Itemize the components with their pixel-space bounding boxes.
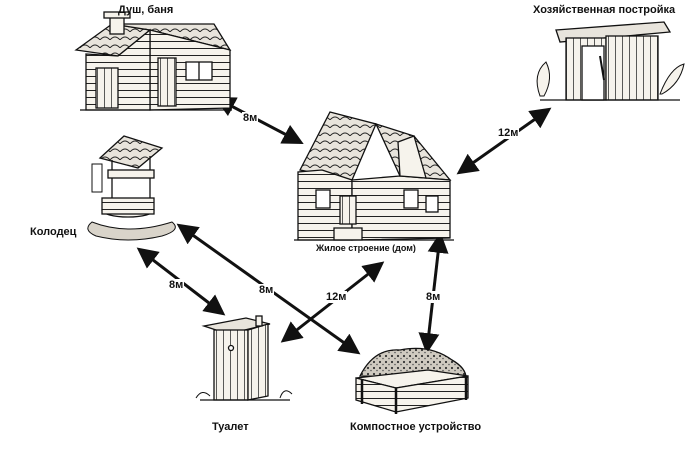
label-toilet: Туалет bbox=[212, 421, 249, 433]
distance-house-compost: 8м bbox=[425, 291, 442, 303]
toilet-illustration bbox=[195, 315, 293, 401]
label-sauna: Душ, баня bbox=[118, 4, 174, 16]
distance-well-compost: 8м bbox=[258, 284, 275, 296]
shed-illustration bbox=[536, 21, 685, 101]
compost-illustration bbox=[355, 347, 469, 414]
arrow-shed-house bbox=[456, 107, 552, 175]
distance-sauna-house: 8м bbox=[242, 112, 259, 124]
label-shed: Хозяйственная постройка bbox=[533, 4, 676, 16]
distance-toilet-house: 12м bbox=[325, 291, 348, 303]
label-compost: Компостное устройство bbox=[350, 421, 482, 433]
well-illustration bbox=[87, 135, 176, 241]
label-well: Колодец bbox=[30, 226, 77, 238]
distance-well-toilet: 8м bbox=[168, 279, 185, 291]
label-house: Жилое строение (дом) bbox=[316, 243, 416, 253]
distance-shed-house: 12м bbox=[497, 127, 520, 139]
sauna-illustration bbox=[74, 11, 232, 111]
arrow-sauna-house bbox=[214, 97, 304, 144]
house-illustration bbox=[294, 111, 454, 241]
